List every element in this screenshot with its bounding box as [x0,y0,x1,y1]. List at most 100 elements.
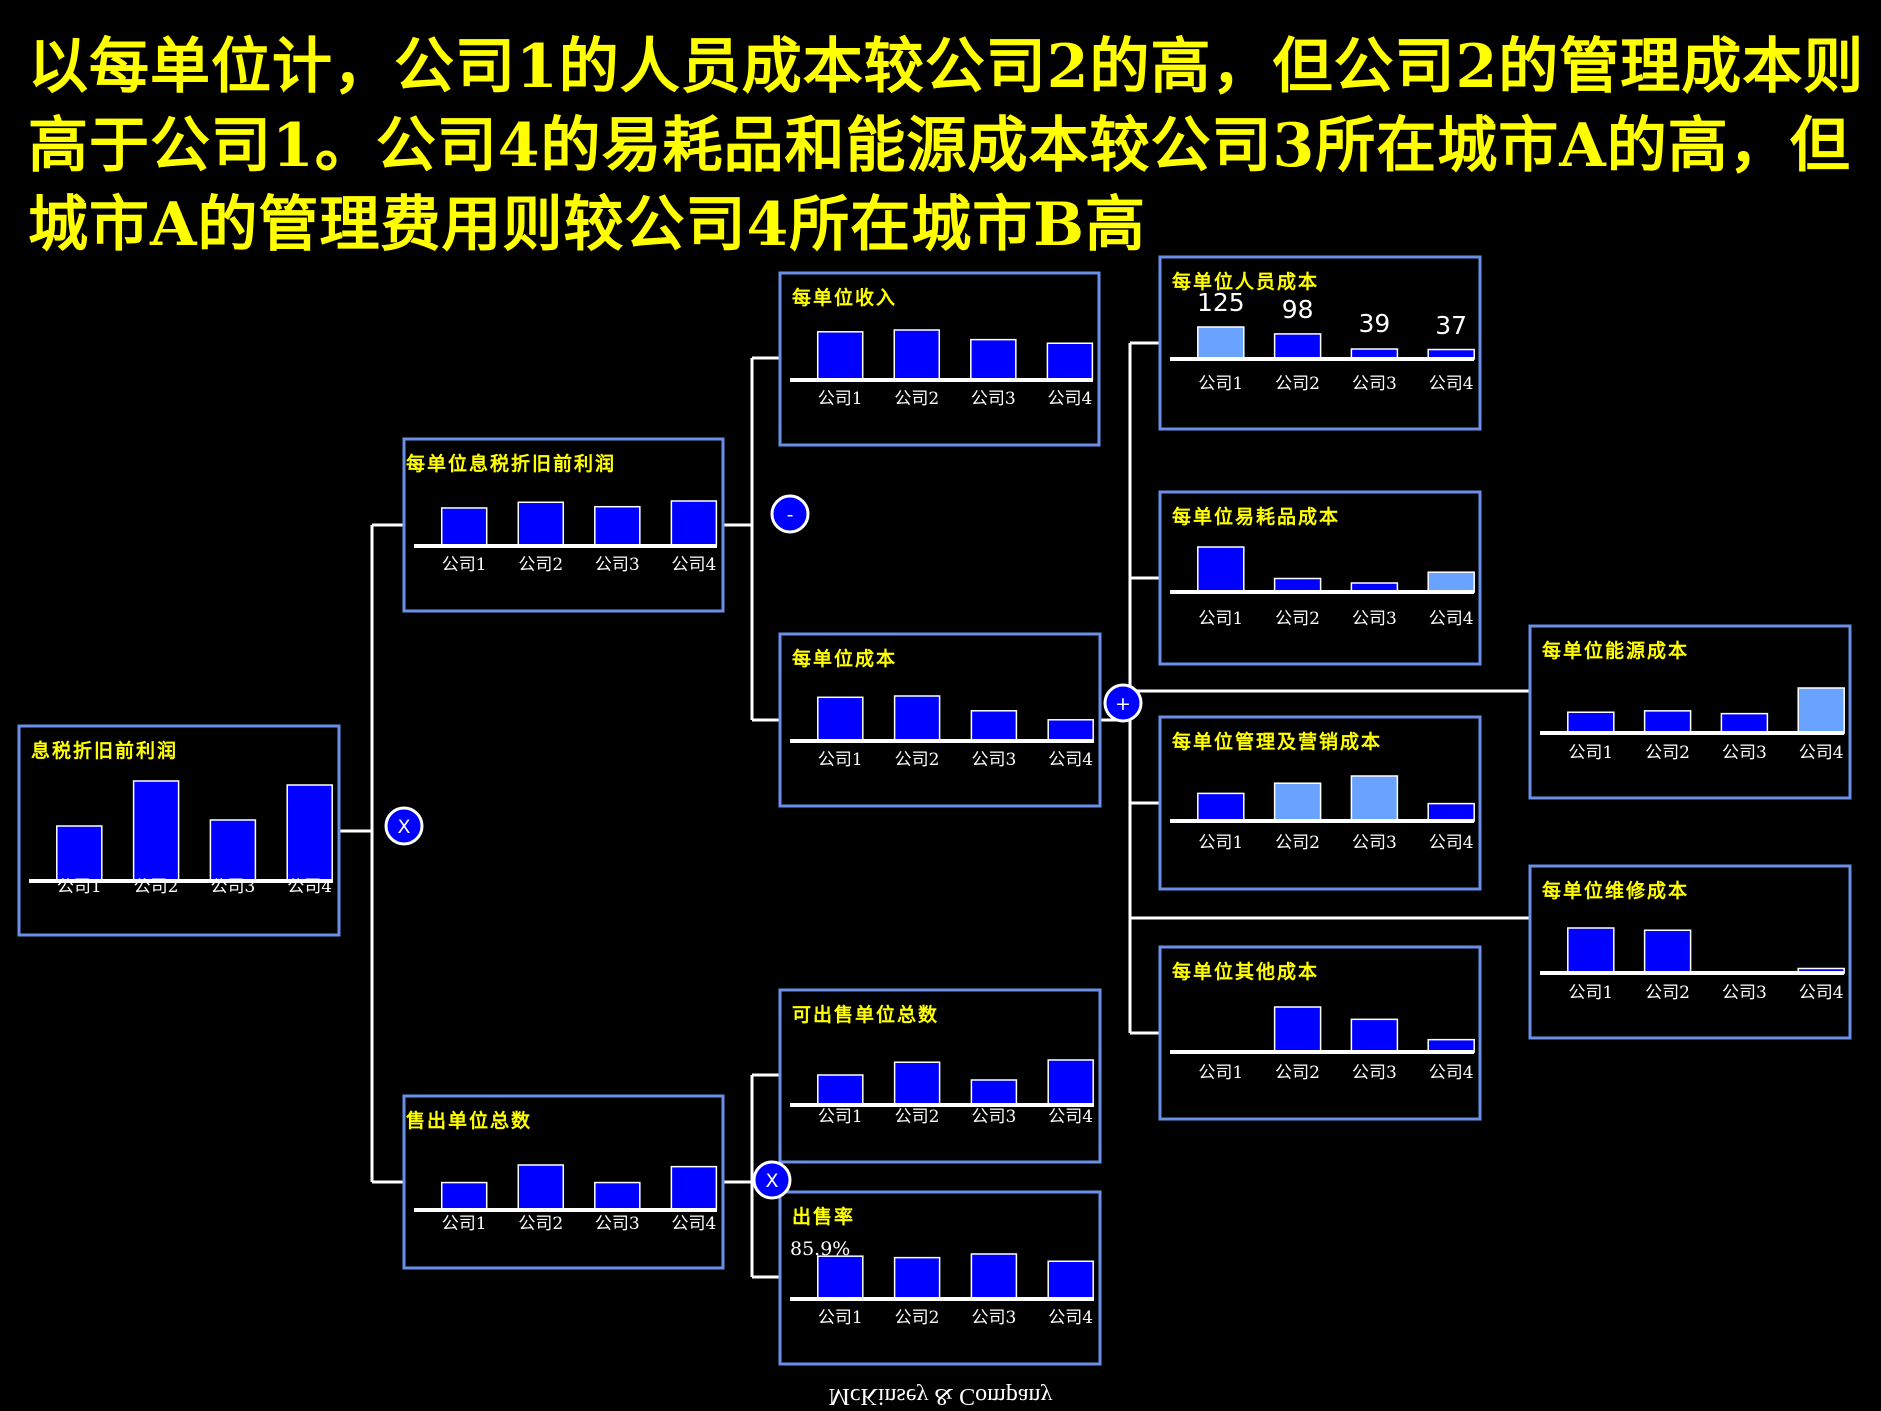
minus-operator: - [770,494,810,534]
bar-2 [517,1164,565,1211]
footer-logo: McKinsey & Company [0,1382,1881,1409]
box-frame [778,632,1102,808]
bar-2 [132,780,180,882]
category-label: 公司4 [1048,750,1093,770]
box-title: 每单位维修成本 [1542,879,1689,902]
category-label: 公司2 [895,750,940,770]
category-label: 公司1 [818,750,863,770]
bar-3 [1720,712,1769,734]
box-title: 每单位收入 [792,286,897,309]
bar-2 [1643,710,1692,734]
category-label: 公司1 [1198,609,1243,629]
category-label: 公司4 [1429,609,1474,629]
bar-1 [56,825,103,882]
operator-symbol: X [397,816,410,838]
operator-symbol: X [765,1170,778,1192]
value-label: 37 [1435,311,1467,340]
bar-4 [1047,1059,1094,1106]
category-label: 公司3 [971,389,1016,409]
bar-1 [440,507,488,547]
operator-symbol: - [787,504,794,526]
bar-1 [816,331,864,381]
bar-1 [1197,792,1245,822]
box-frame [778,988,1102,1164]
bar-2 [1643,929,1692,974]
bar-4 [286,784,333,882]
category-label: 公司4 [671,555,716,575]
category-label: 公司1 [818,1308,863,1328]
value-label: 98 [1282,295,1314,324]
category-label: 公司3 [1352,609,1397,629]
category-label: 公司4 [1048,1107,1093,1127]
bar-1 [440,1181,488,1211]
bar-3 [970,1079,1018,1106]
category-label: 公司4 [1047,389,1092,409]
box-title: 每单位息税折旧前利润 [406,452,616,475]
bar-2 [1273,577,1322,593]
value-label: 125 [1197,288,1245,317]
bar-2 [1273,333,1322,360]
box-frame [1528,624,1852,800]
connector-lines [340,341,1530,1279]
bar-4 [670,1165,718,1211]
bar-4 [1427,571,1475,593]
category-label: 公司2 [518,1214,563,1234]
bar-3 [594,505,641,547]
category-label: 公司3 [595,1214,640,1234]
bar-1 [817,1255,864,1300]
category-label: 公司4 [1799,983,1844,1003]
category-label: 公司1 [442,1214,487,1234]
category-label: 公司4 [1429,374,1474,394]
box-frame [402,437,725,613]
category-label: 公司3 [1352,1063,1397,1083]
plus-operator: + [1103,683,1143,723]
box-title: 售出单位总数 [405,1109,532,1132]
category-label: 公司2 [895,1107,940,1127]
bar-2 [517,501,565,547]
category-label: 公司2 [1645,983,1690,1003]
category-label: 公司3 [1722,743,1767,763]
bar-1 [817,1074,864,1106]
category-label: 公司1 [1198,374,1243,394]
box-note: 85.9% [790,1238,850,1260]
category-label: 公司1 [1568,743,1613,763]
category-label: 公司2 [895,1308,940,1328]
category-label: 公司1 [442,555,487,575]
category-label: 公司2 [1275,609,1320,629]
category-label: 公司2 [518,555,563,575]
bar-3 [1350,775,1399,822]
box-title: 每单位管理及营销成本 [1172,730,1382,753]
multiply-operator: X [752,1160,792,1200]
category-label: 公司4 [1429,1063,1474,1083]
category-label: 公司2 [1275,833,1320,853]
category-label: 公司4 [1429,833,1474,853]
category-label: 公司1 [1198,1063,1243,1083]
bar-1 [1197,546,1245,593]
category-label: 公司3 [595,555,640,575]
bar-3 [209,819,257,882]
bar-4 [1046,342,1094,381]
box-title: 息税折旧前利润 [31,739,178,762]
category-label: 公司1 [818,389,863,409]
bar-2 [893,1256,941,1300]
multiply-operator: X [384,806,424,846]
bar-3 [970,710,1018,742]
category-label: 公司4 [1048,1308,1093,1328]
bar-1 [1567,927,1615,974]
box-title: 每单位能源成本 [1542,639,1689,662]
box-title: 每单位人员成本 [1172,270,1319,293]
category-label: 公司1 [1568,983,1613,1003]
bar-4 [1797,687,1845,734]
category-label: 公司1 [1198,833,1243,853]
